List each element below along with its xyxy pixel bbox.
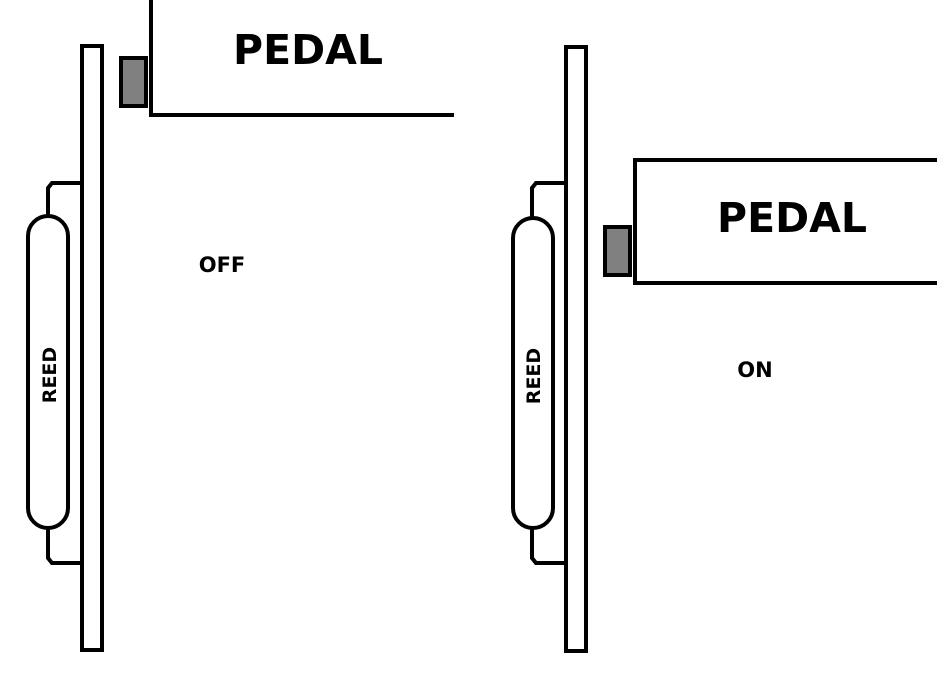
reed-capsule: [26, 214, 70, 530]
reed-top-lead: [46, 181, 82, 216]
mounting-board: [564, 45, 588, 653]
mounting-board: [80, 44, 104, 652]
state-label: OFF: [199, 253, 246, 277]
panel-on: REED PEDAL ON: [511, 45, 937, 653]
panel-off: REED PEDAL OFF: [26, 0, 454, 652]
reed-bottom-lead: [46, 528, 82, 565]
reed-top-lead: [530, 181, 566, 218]
reed-label: REED: [39, 347, 61, 403]
reed-capsule: [511, 216, 555, 530]
pedal-label: PEDAL: [233, 26, 383, 74]
pedal-label: PEDAL: [717, 194, 867, 242]
reed-label: REED: [523, 348, 545, 404]
pedal-outline: [633, 158, 937, 285]
state-label: ON: [737, 358, 772, 382]
pedal-outline: [149, 0, 454, 117]
reed-bottom-lead: [530, 528, 566, 565]
magnet: [603, 225, 632, 277]
magnet: [119, 56, 148, 108]
